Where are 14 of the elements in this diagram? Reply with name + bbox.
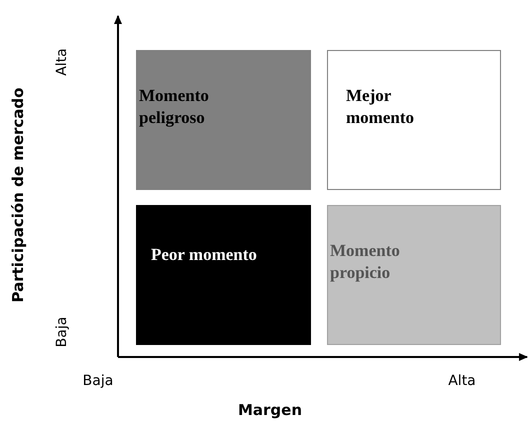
quadrant-box — [327, 50, 501, 190]
quadrant-label: Mejor momento — [346, 85, 415, 129]
quadrant-label: Momento propicio — [330, 240, 401, 284]
axis-title: Margen — [238, 401, 302, 419]
quadrant-box — [136, 50, 311, 190]
axis-title: Participación de mercado — [9, 88, 27, 302]
quadrant-label: Peor momento — [151, 244, 258, 266]
axis-tick-label: Baja — [54, 316, 70, 348]
axis-tick-label: Baja — [82, 373, 114, 389]
quadrant-box — [136, 205, 311, 345]
quadrant-box — [327, 205, 501, 345]
axis-tick-label: Alta — [448, 373, 476, 389]
axis-tick-label: Alta — [54, 48, 70, 76]
quadrant-label: Momento peligroso — [139, 85, 210, 129]
